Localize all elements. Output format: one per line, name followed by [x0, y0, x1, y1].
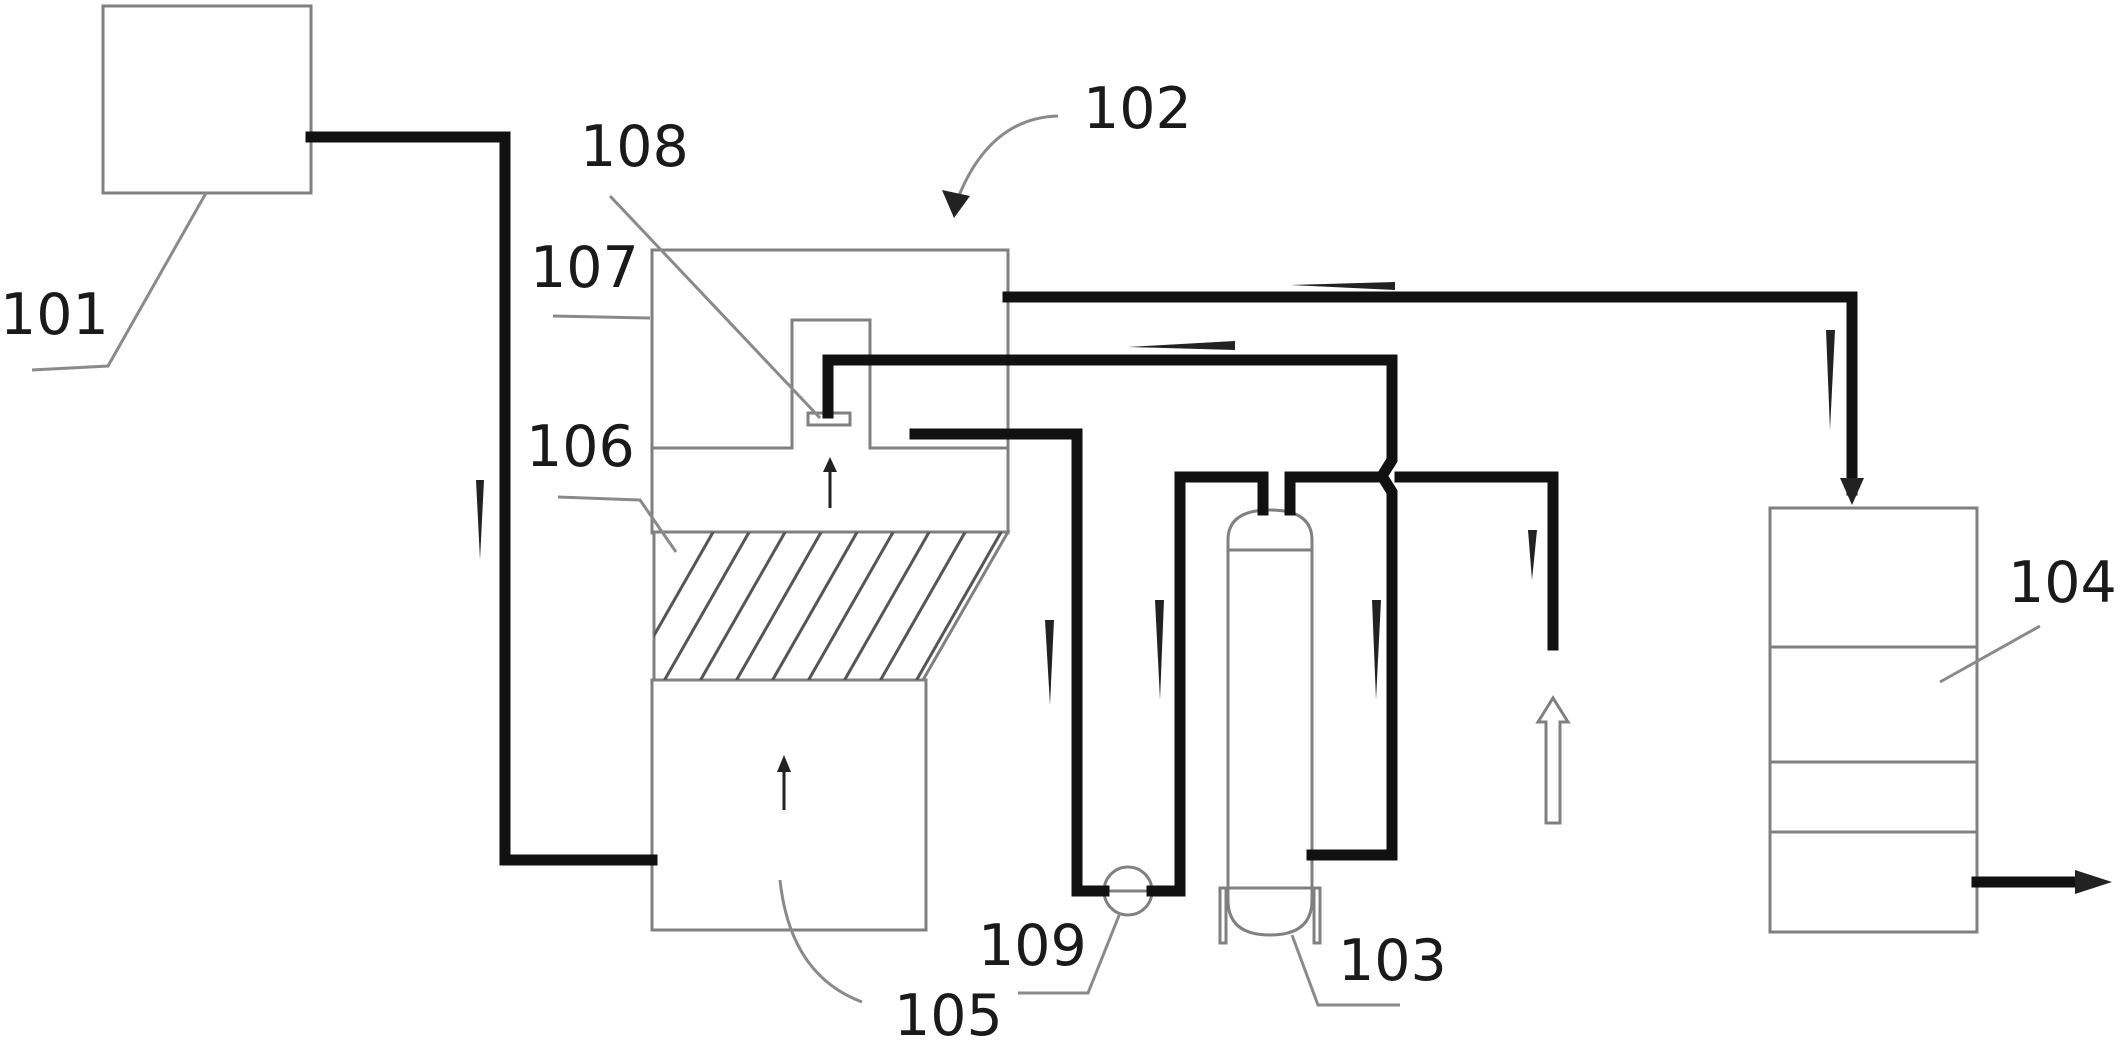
label-104: 104 [2008, 550, 2117, 616]
label-101: 101 [0, 282, 109, 348]
leader-109 [1018, 912, 1122, 995]
leader-107 [552, 314, 651, 320]
tank-104 [1768, 506, 1979, 934]
leader-101 [31, 192, 208, 372]
leader-106 [557, 495, 678, 553]
pipe-103-to-108 [822, 354, 1398, 861]
label-107: 107 [530, 235, 639, 301]
arrow-down-mid [1045, 620, 1054, 705]
pipe-101-to-105 [305, 131, 658, 866]
pipe-102-to-pump [909, 428, 1110, 897]
arrow-up-chamber-head [823, 457, 837, 472]
arrow-up-air [1528, 530, 1537, 580]
column-103-leg-left [1218, 886, 1228, 945]
pipe-103-top-right [1284, 471, 1387, 516]
air-inlet-arrow [1535, 695, 1571, 825]
pipe-air-inlet [1394, 471, 1559, 651]
arrow-up-105-head [777, 755, 791, 772]
label-109: 109 [978, 913, 1087, 979]
arrow-into-104 [1840, 478, 1864, 505]
arrow-up-left-pipe [476, 480, 484, 560]
arrow-104-outlet [2075, 870, 2112, 894]
arrow-down-104 [1826, 330, 1835, 430]
arrow-up-mid [1155, 600, 1164, 700]
label-106: 106 [526, 414, 635, 480]
leader-105 [778, 879, 863, 1004]
column-103 [1226, 508, 1314, 937]
vessel-105-lower [650, 678, 928, 932]
callout-102-curve [956, 114, 1059, 199]
arrow-left-return [1128, 341, 1235, 350]
label-108: 108 [580, 114, 689, 180]
leader-103 [1290, 934, 1400, 1007]
arrow-up-right [1372, 600, 1381, 700]
label-103: 103 [1338, 928, 1447, 994]
leader-104 [1939, 624, 2041, 684]
pipe-pump-to-103 [1146, 471, 1269, 897]
packing-bed-106 [652, 530, 1011, 682]
column-103-leg-right [1312, 886, 1322, 945]
label-105: 105 [894, 983, 1003, 1040]
leader-108 [608, 194, 822, 420]
label-102: 102 [1083, 76, 1192, 142]
unit-101-box [101, 4, 313, 195]
chamber-107-outline [652, 318, 1008, 450]
callout-102-head [942, 190, 970, 218]
arrow-right-top [1290, 282, 1395, 290]
pipe-102-to-104 [1002, 291, 1858, 496]
